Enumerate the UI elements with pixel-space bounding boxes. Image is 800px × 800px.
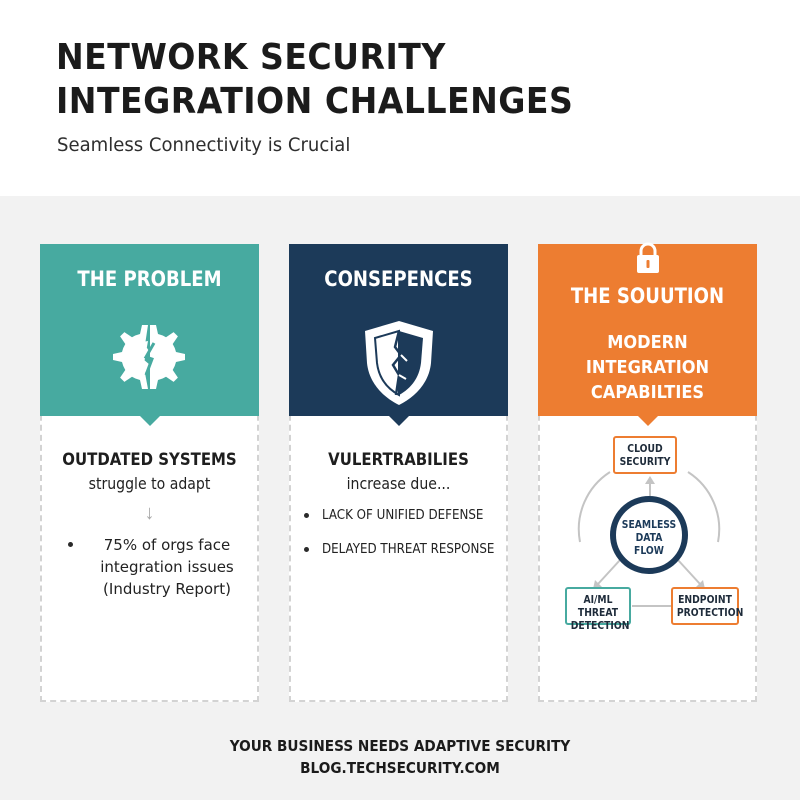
solution-card: THE SOUUTION MODERN INTEGRATION CAPABILT… <box>538 242 759 702</box>
list-item-text: LACK OF UNIFIED DEFENSE <box>322 507 484 523</box>
solution-card-header: THE SOUUTION MODERN INTEGRATION CAPABILT… <box>538 242 757 426</box>
solution-subtitle-line-1: MODERN <box>607 332 688 353</box>
page-subtitle: Seamless Connectivity is Crucial <box>57 134 351 156</box>
solution-subtitle-line-3: CAPABILTIES <box>590 382 705 403</box>
header-band: NETWORK SECURITY INTEGRATION CHALLENGES … <box>0 0 800 196</box>
seamless-data-flow-hub: SEAMLESS DATA FLOW <box>610 496 688 574</box>
problem-card: THE PROBLEM OUTDATED SYSTEMS struggle to… <box>40 244 259 702</box>
node-label: DETECTION <box>570 620 630 632</box>
diagram-connectors <box>577 471 721 607</box>
consequences-card: CONSEPENCES VULERTRABILIES increase due.… <box>289 244 508 702</box>
consequences-card-title: CONSEPENCES <box>324 267 473 291</box>
endpoint-protection-node: ENDPOINT PROTECTION <box>671 587 744 625</box>
solution-subtitle: MODERN INTEGRATION CAPABILTIES <box>549 330 746 405</box>
consequences-heading: VULERTRABILIES <box>328 450 469 470</box>
footer-url: BLOG.TECHSECURITY.COM <box>300 759 500 777</box>
cloud-security-node: CLOUD SECURITY <box>613 436 677 474</box>
problem-stat-text: 75% of orgs face integration issues (Ind… <box>100 536 234 598</box>
cracked-shield-icon <box>364 321 433 405</box>
integration-diagram: CLOUD SECURITY SEAMLESS DATA FLOW AI/ML … <box>540 424 759 644</box>
hub-label: SEAMLESS <box>621 519 677 531</box>
list-item-text: DELAYED THREAT RESPONSE <box>322 541 495 557</box>
problem-card-header: THE PROBLEM <box>40 244 259 426</box>
footer-tagline: YOUR BUSINESS NEEDS ADAPTIVE SECURITY <box>229 737 571 755</box>
page-title: NETWORK SECURITY INTEGRATION CHALLENGES <box>56 36 700 124</box>
node-label: ENDPOINT <box>678 594 732 606</box>
page-title-line-2: INTEGRATION CHALLENGES <box>56 81 574 122</box>
node-label: AI/ML THREAT <box>577 594 619 619</box>
problem-card-title: THE PROBLEM <box>77 267 222 291</box>
solution-subtitle-line-2: INTEGRATION <box>585 357 710 378</box>
broken-gear-icon <box>112 325 185 389</box>
consequences-card-header: CONSEPENCES <box>289 244 508 426</box>
consequences-bullet-list: LACK OF UNIFIED DEFENSE DELAYED THREAT R… <box>301 507 511 575</box>
problem-stat: 75% of orgs face integration issues (Ind… <box>68 534 248 600</box>
node-label: CLOUD <box>627 443 663 455</box>
node-label: SECURITY <box>619 456 671 468</box>
hub-label: DATA FLOW <box>634 532 664 557</box>
problem-subheading: struggle to adapt <box>88 474 211 493</box>
ai-ml-threat-detection-node: AI/ML THREAT DETECTION <box>565 587 631 632</box>
padlock-icon <box>636 242 659 273</box>
page-title-line-1: NETWORK SECURITY <box>56 37 446 78</box>
problem-heading: OUTDATED SYSTEMS <box>62 450 237 470</box>
bullet-dot-icon <box>304 547 309 552</box>
bullet-dot-icon <box>304 513 309 518</box>
list-item: LACK OF UNIFIED DEFENSE <box>301 507 511 541</box>
consequences-subheading: increase due... <box>346 474 451 493</box>
bullet-dot-icon <box>68 542 73 547</box>
list-item: DELAYED THREAT RESPONSE <box>301 541 511 575</box>
solution-card-title: THE SOUUTION <box>570 284 725 308</box>
arrow-down-icon: ↓ <box>144 502 155 524</box>
node-label: PROTECTION <box>676 607 744 619</box>
